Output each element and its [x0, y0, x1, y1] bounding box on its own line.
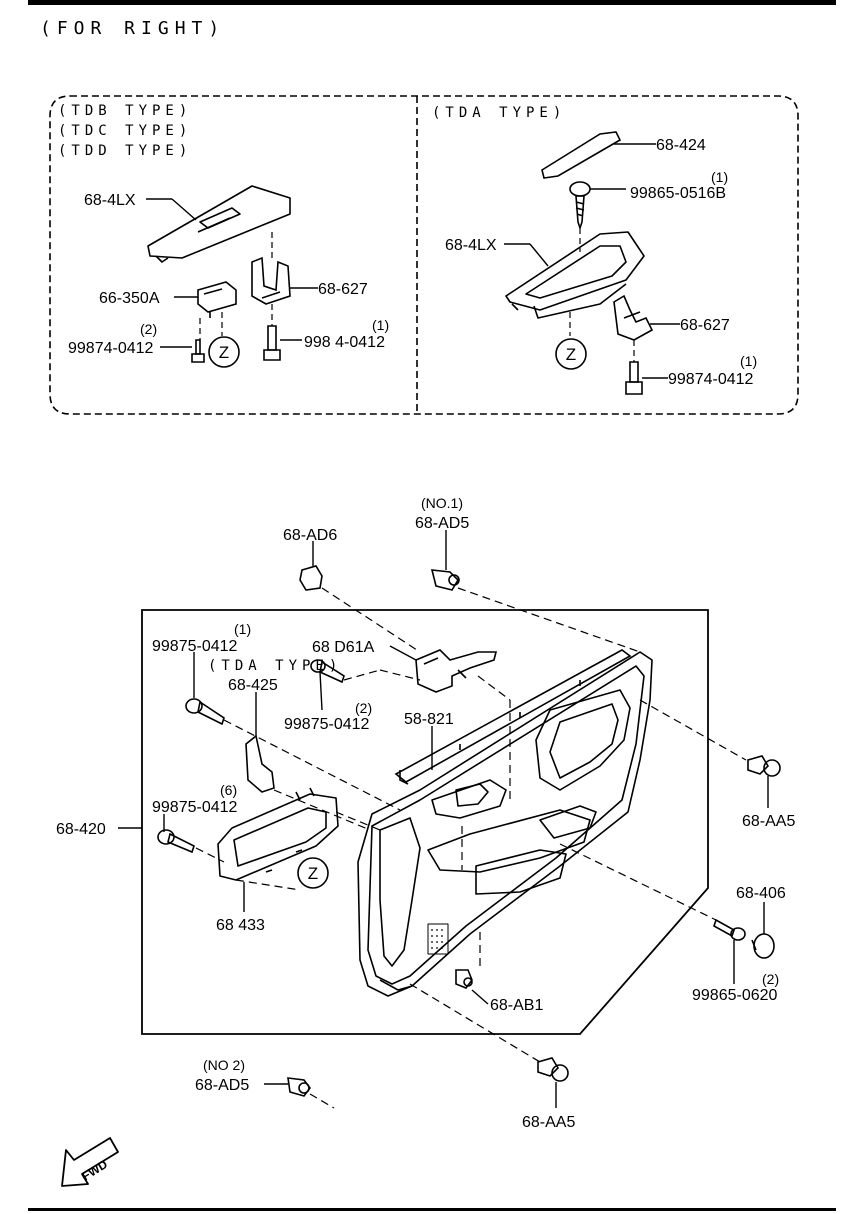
clip-68-aa5-right-drawing: [747, 755, 781, 777]
leader-lines-upper-right: [504, 143, 680, 379]
label-99875-0412-top: 99875-0412: [152, 638, 238, 655]
label-68-425: 68-425: [228, 677, 278, 694]
label-68-406: 68-406: [736, 885, 786, 902]
detail-ref-z-lower: Z: [308, 864, 318, 883]
detail-ref-z-circle-upper-right: [555, 338, 587, 370]
qty-99865-0620: (2): [762, 971, 779, 987]
label-68-627-left: 68-627: [318, 281, 368, 298]
detail-ref-z-circle-lower: [297, 857, 329, 889]
qty-99874-mid: (1): [372, 317, 389, 333]
dashed-guides-lower: [195, 587, 747, 1109]
label-66-350a: 66-350A: [99, 290, 160, 307]
type-label-tda: (TDA TYPE): [432, 105, 566, 121]
qty-99875-top: (1): [234, 621, 251, 637]
label-99874-0412-right: 99874-0412: [668, 371, 754, 388]
detail-ref-z-upper-right: Z: [566, 345, 576, 364]
page-title: (FOR RIGHT): [40, 18, 225, 39]
bottom-rule: [28, 1208, 836, 1211]
label-68-ad6: 68-AD6: [283, 527, 337, 544]
dashed-guides-upper-left: [199, 232, 273, 340]
label-68-aa5-bottom: 68-AA5: [522, 1114, 575, 1131]
clip-68-aa5-bottom-drawing: [537, 1057, 569, 1082]
dashed-guides-upper-right: [569, 228, 635, 362]
screw-99875-top-drawing: [185, 698, 225, 726]
bracket-68-d61a-drawing: [415, 649, 498, 693]
label-68-ad5-bottom: 68-AD5: [195, 1077, 249, 1094]
qty-99875-low: (6): [220, 782, 237, 798]
label-68-424: 68-424: [656, 137, 706, 154]
label-tda-type-lower: (TDA TYPE): [208, 658, 342, 674]
label-99874-0412-left: 99874-0412: [68, 340, 154, 357]
label-99874-0412-mid: 998 4-0412: [304, 334, 385, 351]
fwd-label: FWD: [79, 1157, 110, 1184]
clip-68-ab1-drawing: [455, 969, 473, 989]
label-68-aa5-right: 68-AA5: [742, 813, 795, 830]
qty-no2: (NO 2): [203, 1057, 245, 1073]
cap-68-406-drawing: [751, 933, 775, 959]
bolt-99874-right-drawing: [625, 361, 643, 395]
upper-detail-box: [49, 95, 799, 415]
clip-68-ad6-drawing: [299, 565, 323, 591]
screw-99865-0516-drawing: [569, 181, 591, 231]
fwd-arrow-icon: [61, 1137, 119, 1187]
label-99875-0412-low: 99875-0412: [152, 799, 238, 816]
qty-no1: (NO.1): [421, 495, 463, 511]
speaker-grille-texture: [431, 929, 443, 949]
qty-99865-0516: (1): [711, 169, 728, 185]
clip-68-ad5-no2-drawing: [287, 1077, 311, 1097]
bracket-68-627-left-drawing: [251, 256, 291, 305]
trim-68-424-drawing: [541, 131, 622, 179]
label-68-ab1: 68-AB1: [490, 997, 543, 1014]
label-68-4lx-right: 68-4LX: [445, 237, 497, 254]
label-99865-0620: 99865-0620: [692, 987, 778, 1004]
detail-ref-z-upper-left: Z: [219, 343, 229, 362]
label-58-821: 58-821: [404, 711, 454, 728]
type-label-tdb: (TDB TYPE): [58, 103, 192, 119]
label-68-4lx-left: 68-4LX: [84, 192, 136, 209]
main-outline-frame: [141, 609, 709, 1035]
label-68-d61a: 68 D61A: [312, 639, 375, 656]
armrest-68-4lx-right-drawing: [505, 231, 645, 319]
screw-99875-mid-drawing: [310, 659, 345, 684]
switch-panel-left-drawing: [147, 185, 291, 263]
label-68-627-right: 68-627: [680, 317, 730, 334]
qty-99875-mid: (2): [355, 700, 372, 716]
detail-ref-z-circle-upper-left: [208, 336, 240, 368]
bolts-left-drawing: [191, 325, 281, 363]
label-68-433: 68 433: [216, 917, 265, 934]
label-99875-0412-mid: 99875-0412: [284, 716, 370, 733]
weatherstrip-58-821-drawing: [394, 649, 632, 785]
screw-99865-0620-drawing: [713, 918, 746, 941]
bracket-68-425-drawing: [245, 734, 275, 793]
label-99865-0516b: 99865-0516B: [630, 185, 726, 202]
type-label-tdc: (TDC TYPE): [58, 123, 192, 139]
switch-66-350a-drawing: [197, 281, 237, 318]
handle-68-433-drawing: [217, 787, 339, 881]
leader-lines-upper-left: [146, 198, 318, 348]
label-68-ad5-top: 68-AD5: [415, 515, 469, 532]
label-68-420: 68-420: [56, 821, 106, 838]
qty-99874-left: (2): [140, 321, 157, 337]
bracket-68-627-right-drawing: [613, 294, 654, 341]
clip-68-ad5-no1-drawing: [430, 569, 460, 591]
door-trim-panel-drawing: [357, 651, 653, 997]
leader-lines-lower: [118, 530, 769, 1108]
qty-99874-right: (1): [740, 353, 757, 369]
type-label-tdd: (TDD TYPE): [58, 143, 192, 159]
screw-99875-low-drawing: [157, 829, 195, 854]
top-rule: [28, 0, 836, 5]
